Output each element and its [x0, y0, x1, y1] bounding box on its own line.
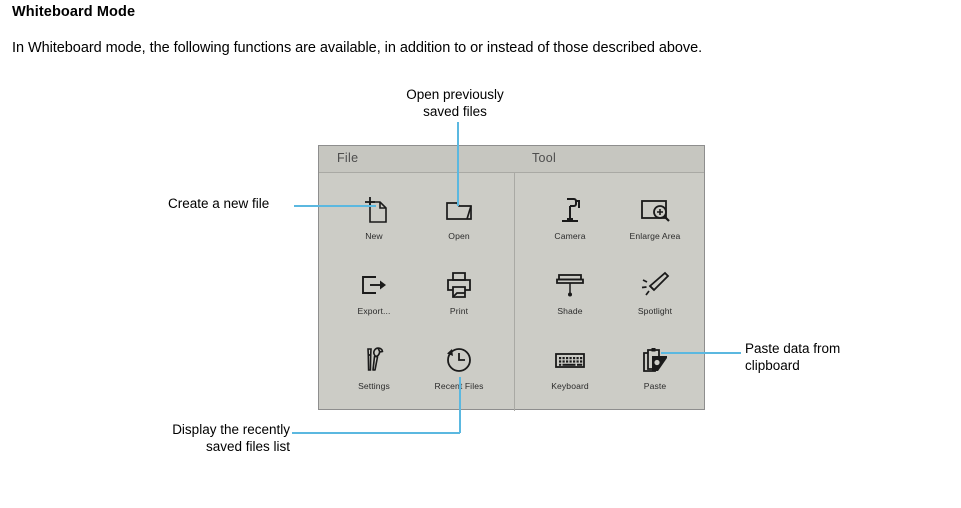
page-title: Whiteboard Mode [12, 4, 136, 20]
panel-header-bar: File Tool [319, 146, 704, 173]
menu-item-label: Keyboard [551, 381, 589, 391]
callout-display-recent-files: Display the recently saved files list [172, 422, 290, 454]
settings-icon [330, 340, 418, 380]
menu-item-enlarge-area[interactable]: Enlarge Area [611, 190, 699, 256]
menu-item-label: Open [448, 231, 470, 241]
callout-create-new-file: Create a new file [168, 196, 270, 211]
menu-item-settings[interactable]: Settings [330, 340, 418, 406]
camera-icon [526, 190, 614, 230]
keyboard-icon [526, 340, 614, 380]
menu-item-keyboard[interactable]: Keyboard [526, 340, 614, 406]
whiteboard-menu-panel: File Tool New Open [318, 145, 705, 411]
menu-item-spotlight[interactable]: Spotlight [611, 265, 699, 331]
menu-item-label: Spotlight [637, 306, 673, 316]
leader-line-new [294, 205, 376, 207]
recent-files-icon [415, 340, 503, 380]
menu-item-print[interactable]: Print [415, 265, 503, 331]
icon-grid: New Open Camera [319, 173, 704, 411]
leader-line-recent-horizontal [292, 432, 460, 434]
menu-item-export[interactable]: Export... [330, 265, 418, 331]
callout-open-previously-saved-files: Open previously saved files [406, 87, 504, 119]
menu-item-camera[interactable]: Camera [526, 190, 614, 256]
column-header-file: File [337, 151, 359, 165]
callout-paste-from-clipboard: Paste data from clipboard [745, 341, 841, 373]
column-header-tool: Tool [532, 151, 557, 165]
menu-item-label: Shade [557, 306, 583, 316]
intro-paragraph: In Whiteboard mode, the following functi… [12, 40, 703, 56]
menu-item-open[interactable]: Open [415, 190, 503, 256]
menu-item-label: Export... [357, 306, 391, 316]
menu-item-paste[interactable]: Paste [611, 340, 699, 406]
menu-item-label: Settings [358, 381, 390, 391]
menu-item-label: Recent Files [434, 381, 484, 391]
printer-icon [415, 265, 503, 305]
leader-line-open [457, 122, 459, 206]
menu-item-new[interactable]: New [330, 190, 418, 256]
enlarge-area-icon [611, 190, 699, 230]
spotlight-icon [611, 265, 699, 305]
leader-line-recent-vertical [459, 377, 461, 433]
menu-item-label: Paste [643, 381, 667, 391]
column-divider [514, 173, 515, 411]
new-file-icon [330, 190, 418, 230]
menu-item-recent-files[interactable]: Recent Files [415, 340, 503, 406]
leader-line-paste [661, 352, 741, 354]
folder-open-icon [415, 190, 503, 230]
menu-item-label: Camera [554, 231, 586, 241]
menu-item-label: New [365, 231, 383, 241]
shade-icon [526, 265, 614, 305]
menu-item-shade[interactable]: Shade [526, 265, 614, 331]
export-icon [330, 265, 418, 305]
menu-item-label: Print [449, 306, 469, 316]
menu-item-label: Enlarge Area [629, 231, 681, 241]
paste-icon [611, 340, 699, 380]
